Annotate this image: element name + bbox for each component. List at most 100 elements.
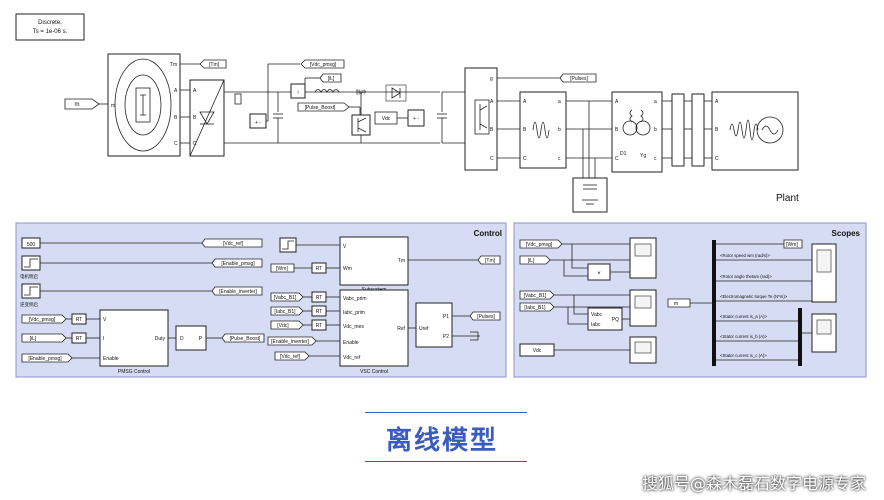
ctrl-from-iabc-b1-label: [Iabc_B1] <box>274 309 296 315</box>
breaker-block[interactable] <box>671 93 685 167</box>
inv-port-a: A <box>490 99 494 105</box>
svg-text:C: C <box>615 156 619 162</box>
pmsg-control-block[interactable]: V I Enable Duty PMSG Control <box>99 309 169 375</box>
subsystem-block[interactable]: V Wm Tm Subsystem <box>339 236 409 293</box>
sig-2: <Electromagnetic torque Te (N*m)> <box>720 294 788 299</box>
pmsg-name: PMSG Control <box>118 369 150 375</box>
ctrl-goto-pulses-label: [Pulses] <box>477 314 495 320</box>
vsc-in2: Iabc_prim <box>343 310 365 316</box>
ctrl-goto-vdc-ref[interactable] <box>201 238 263 248</box>
plant-goto-vdc-pmsg[interactable] <box>300 59 345 69</box>
ctrl-goto-pulses[interactable] <box>469 311 501 321</box>
svg-text:C: C <box>193 141 197 147</box>
pmsg-in-i: I <box>103 336 104 342</box>
rt-vdc-pmsg-label: RT <box>76 317 83 323</box>
sig-4: <Stator current is_b (A)> <box>720 334 768 339</box>
diode-rectifier-block[interactable]: A B C <box>189 79 225 157</box>
ctrl-goto-tm[interactable] <box>477 255 501 265</box>
mux-block[interactable] <box>798 308 802 366</box>
svg-text:+ -: + - <box>255 120 261 126</box>
rt-vabc-label: RT <box>316 295 323 301</box>
bus-block[interactable] <box>691 93 705 167</box>
ctrl-from-enable-inverter-label: [Enable_inverter] <box>271 339 309 345</box>
sc-from-m-label: m <box>674 301 678 307</box>
rlc-load-block[interactable] <box>572 177 608 213</box>
step-motor[interactable] <box>21 255 41 271</box>
watermark: 搜狐号@森木磊石数字电源专家 <box>641 474 866 493</box>
pmsg-in-v: V <box>103 317 107 323</box>
sig-5: <Stator current is_c (A)> <box>720 353 767 358</box>
sub-in-v: V <box>343 244 347 250</box>
sig-0: <Rotor speed wm (rad/s)> <box>720 253 770 258</box>
powergui-block[interactable]: Discrete, Ts = 1e-06 s. <box>15 13 85 41</box>
ctrl-from-enable-pmsg[interactable] <box>21 353 73 363</box>
grid-port-a: A <box>715 99 719 105</box>
ctrl-from-vabc-b1[interactable] <box>270 292 304 302</box>
svg-text:+ -: + - <box>413 116 419 122</box>
ctrl-goto-enable-pmsg-label: [Enable_pmsg] <box>221 261 255 267</box>
ctrl-from-il[interactable] <box>21 333 67 343</box>
caption-title: 离线模型 <box>385 426 498 456</box>
inverter-block[interactable]: g A B C <box>464 67 498 171</box>
step-inverter[interactable] <box>21 283 41 299</box>
rt-il-label: RT <box>76 336 83 342</box>
sc-goto-wm[interactable] <box>783 239 803 249</box>
plant-im1[interactable] <box>290 83 306 99</box>
ctrl-from-iabc-b1[interactable] <box>270 306 304 316</box>
vsc-control-block[interactable]: Vabc_prim Iabc_prim Vdc_mes Enable Vdc_r… <box>339 289 409 375</box>
ctrl-goto-pulse-boost-label: [Pulse_Boost] <box>230 336 261 342</box>
vsc-in3: Vdc_mes <box>343 324 364 330</box>
ctrl-from-enable-pmsg-label: [Enable_pmsg] <box>28 356 62 362</box>
inv-port-b: B <box>490 127 494 133</box>
transformer-block[interactable]: A B C a b c D1 Yg <box>611 91 663 173</box>
bus-selector[interactable] <box>712 240 716 366</box>
svg-text:A: A <box>615 99 619 105</box>
ctrl-from-enable-inverter[interactable] <box>267 336 317 346</box>
rt-wm-label: RT <box>316 266 323 272</box>
flt-port-a: A <box>523 99 527 105</box>
solver-line2: Ts = 1e-06 s. <box>33 29 68 35</box>
pwm-generator-block[interactable] <box>415 302 453 348</box>
plant-goto-tm[interactable] <box>199 59 227 69</box>
plant-from-pulses[interactable] <box>559 73 597 83</box>
ctrl-goto-pulse-boost[interactable] <box>221 333 265 343</box>
sc-from-il[interactable] <box>519 255 551 265</box>
ctrl-goto-enable-pmsg[interactable] <box>211 258 263 268</box>
plant-goto-il[interactable] <box>319 73 342 83</box>
ctrl-from-vdc-pmsg[interactable] <box>21 314 67 324</box>
sc-goto-wm-label: [Wm] <box>786 242 798 248</box>
plant-from-pulse-boost[interactable] <box>297 102 350 112</box>
grid-port-c: C <box>715 156 719 162</box>
filter-measure-block[interactable]: A B C a b c <box>519 91 567 169</box>
pmsg-in-enable: Enable <box>103 356 119 362</box>
ctrl-goto-tm-label: [Tm] <box>485 258 496 264</box>
pq-out: PQ <box>612 317 619 323</box>
ctrl-goto-vdc-ref-label: [Vdc_ref] <box>223 241 244 247</box>
svg-text:b: b <box>654 127 657 133</box>
sc-from-vabc-b1[interactable] <box>519 290 555 300</box>
svg-text:b: b <box>558 127 561 133</box>
rt-vdc-label: RT <box>316 323 323 329</box>
plant-boost-switch[interactable] <box>351 114 371 136</box>
sc-from-iabc-b1[interactable] <box>519 302 555 312</box>
scopes-panel: Scopes [Vdc_pmsg] [iL] × [Vabc_B1] [Iabc… <box>513 222 867 378</box>
ctrl-from-wm[interactable] <box>270 263 295 273</box>
pwm-in: Uref <box>419 326 429 332</box>
pmsg-generator-block[interactable]: m Tm A B C <box>107 53 181 157</box>
sc-from-m[interactable] <box>667 298 691 308</box>
sub-out-tm: Tm <box>398 258 405 264</box>
control-area <box>15 222 507 378</box>
sc-from-il-label: [iL] <box>528 258 535 264</box>
sc-from-vdc-pmsg[interactable] <box>519 239 563 249</box>
grid-source-block[interactable]: A B C <box>711 91 799 171</box>
plant-from-m[interactable] <box>64 98 100 110</box>
ctrl-goto-enable-inverter[interactable] <box>211 286 263 296</box>
sig-1: <Rotor angle thetam (rad)> <box>720 274 772 279</box>
caption-top-rule <box>365 412 527 413</box>
vsc-name: VSC Control <box>360 369 388 375</box>
multiply-label: × <box>597 271 601 277</box>
ctrl-from-vdc[interactable] <box>270 320 304 330</box>
ctrl-from-vdc-ref-label: [Vdc_ref] <box>280 354 301 360</box>
gen-port-a: A <box>174 88 178 94</box>
ctrl-from-vdc-ref[interactable] <box>274 351 310 361</box>
